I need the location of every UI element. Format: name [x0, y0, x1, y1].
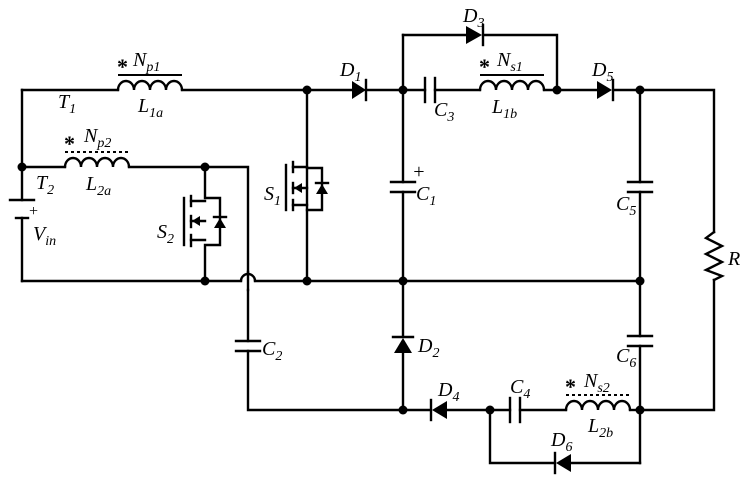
- label-l1a: L1a: [137, 95, 163, 121]
- label-np2: Np2: [83, 125, 111, 151]
- label-l2b: L2b: [587, 415, 613, 441]
- label-d4: D4: [437, 379, 459, 405]
- label-vin: Vin: [33, 223, 56, 249]
- c1-plus-mark: +: [412, 161, 426, 183]
- diode-d2: [393, 337, 413, 353]
- capacitor-c6: [628, 336, 652, 346]
- wiring: [22, 35, 714, 463]
- dot-mark-ns1: *: [479, 54, 490, 79]
- label-d3: D3: [462, 5, 484, 31]
- dot-mark-np2: *: [64, 131, 75, 156]
- label-d2: D2: [417, 335, 439, 361]
- label-c5: C5: [616, 193, 636, 219]
- capacitor-c2: [236, 341, 260, 351]
- label-ns1: Ns1: [496, 49, 523, 75]
- label-d6: D6: [550, 429, 572, 455]
- label-c2: C2: [262, 338, 282, 364]
- label-c6: C6: [616, 345, 636, 371]
- label-l2a: L2a: [85, 173, 111, 199]
- label-l1b: L1b: [491, 96, 517, 122]
- label-r: R: [727, 248, 740, 270]
- inductor-l2a: [65, 158, 129, 167]
- capacitor-c5: [628, 182, 652, 192]
- label-d5: D5: [591, 59, 613, 85]
- inductor-l2b: [566, 401, 630, 410]
- diode-d6: [555, 453, 571, 473]
- label-ns2: Ns2: [583, 370, 610, 396]
- dot-mark-ns2: *: [565, 374, 576, 399]
- inductor-l1b: [480, 81, 544, 90]
- vin-plus-mark: +: [28, 203, 39, 220]
- junctions: [18, 86, 645, 415]
- label-c1: C1: [416, 183, 436, 209]
- dot-mark-np1: *: [117, 54, 128, 79]
- label-c3: C3: [434, 99, 454, 125]
- label-t1: T1: [58, 91, 76, 117]
- label-np1: Np1: [132, 49, 160, 75]
- diode-d4: [431, 400, 447, 420]
- inductor-l1a: [118, 81, 182, 90]
- capacitor-c1: [391, 182, 415, 192]
- label-s1: S1: [264, 183, 281, 209]
- label-s2: S2: [157, 221, 174, 247]
- label-d1: D1: [339, 59, 361, 85]
- label-t2: T2: [36, 172, 54, 198]
- resistor-r: [706, 232, 722, 280]
- mosfet-s2: [184, 167, 226, 281]
- capacitor-c4: [510, 398, 520, 422]
